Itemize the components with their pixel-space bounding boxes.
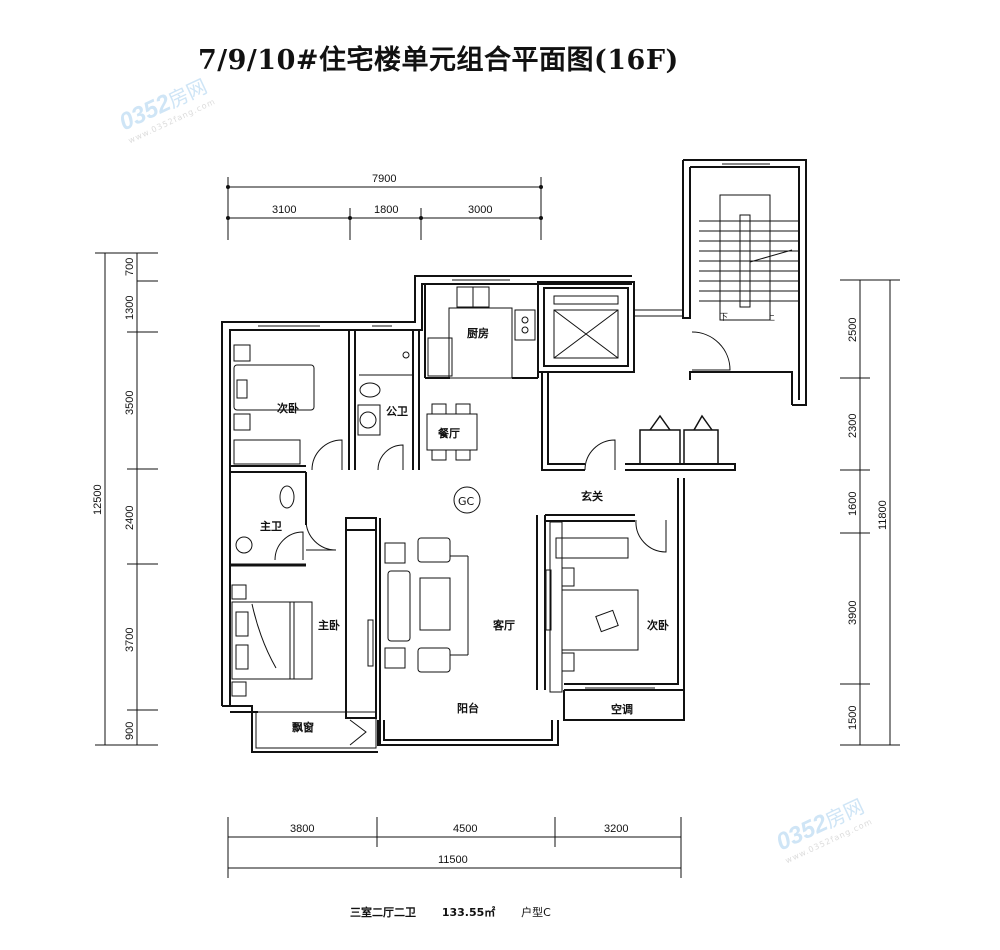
dim-bottom-total: 11500 [438, 854, 468, 866]
left-dimensions [95, 252, 158, 746]
dim-right-seg-4: 3900 [847, 601, 859, 625]
bed-master [231, 584, 313, 697]
room-label-foyer: 玄关 [581, 489, 603, 503]
dim-right-seg-1: 2500 [847, 318, 859, 342]
room-label-kitchen: 厨房 [467, 326, 489, 340]
dim-right-seg-3: 1600 [847, 492, 859, 516]
dining-table [426, 403, 478, 461]
top-dimensions [226, 177, 543, 240]
stair-down-label: 下 [719, 313, 728, 323]
dim-right-seg-5: 1500 [847, 706, 859, 730]
elevator-icon [553, 295, 619, 359]
staircase [699, 194, 799, 321]
dim-bottom-seg-2: 4500 [453, 823, 477, 835]
bottom-dimensions [227, 817, 682, 878]
room-label-secondary-bedroom-2: 次卧 [647, 618, 669, 632]
dim-top-seg-2: 1800 [374, 204, 398, 216]
dim-top-seg-1: 3100 [272, 204, 296, 216]
dim-left-total: 12500 [92, 484, 104, 515]
dim-left-seg-6: 900 [124, 722, 136, 740]
living-sofa-set [384, 537, 469, 673]
right-dimensions [840, 279, 900, 746]
dim-bottom-seg-1: 3800 [290, 823, 314, 835]
interior-walls [230, 284, 635, 745]
dim-top-seg-3: 3000 [468, 204, 492, 216]
bath-fixtures [235, 351, 413, 554]
unit-type-label: 户型C [521, 906, 551, 919]
gc-marker-ring [453, 486, 481, 514]
doors [274, 331, 731, 561]
dim-right-total: 11800 [877, 500, 889, 530]
dim-left-seg-2: 1300 [124, 296, 136, 320]
dim-left-seg-3: 3500 [124, 391, 136, 415]
room-label-secondary-bedroom-1: 次卧 [277, 401, 299, 415]
bed-secondary-1 [233, 344, 315, 465]
dim-left-seg-1: 700 [124, 258, 136, 276]
lobby-cabinets [639, 414, 719, 465]
dim-top-total: 7900 [372, 173, 396, 185]
tv-wall [349, 569, 552, 746]
room-label-bay-window: 飘窗 [292, 720, 314, 734]
room-label-ac-platform: 空调 [611, 702, 633, 716]
room-label-master-bedroom: 主卧 [318, 618, 340, 632]
kitchen-fixtures [427, 286, 536, 379]
layout-label: 三室二厅二卫 [350, 906, 416, 919]
room-label-dining: 餐厅 [437, 426, 460, 440]
windows [255, 275, 655, 749]
plan-title: 7/9/10#住宅楼单元组合平面图(16F) [198, 45, 679, 76]
dim-right-seg-2: 2300 [847, 414, 859, 438]
room-label-master-bath: 主卫 [260, 519, 282, 533]
area-label: 133.55㎡ [441, 906, 496, 919]
dim-bottom-seg-3: 3200 [604, 823, 628, 835]
room-label-balcony: 阳台 [457, 701, 479, 715]
dim-left-seg-5: 3700 [124, 628, 136, 652]
room-label-living-room: 客厅 [492, 618, 515, 632]
dim-left-seg-4: 2400 [124, 506, 136, 530]
stair-up-label: 上 [766, 312, 775, 323]
gc-marker-label: GC [458, 495, 475, 508]
unit-summary: 三室二厅二卫 133.55㎡ 户型C [350, 904, 573, 920]
bed-secondary-2 [549, 521, 639, 693]
room-label-public-bath: 公卫 [386, 405, 408, 418]
